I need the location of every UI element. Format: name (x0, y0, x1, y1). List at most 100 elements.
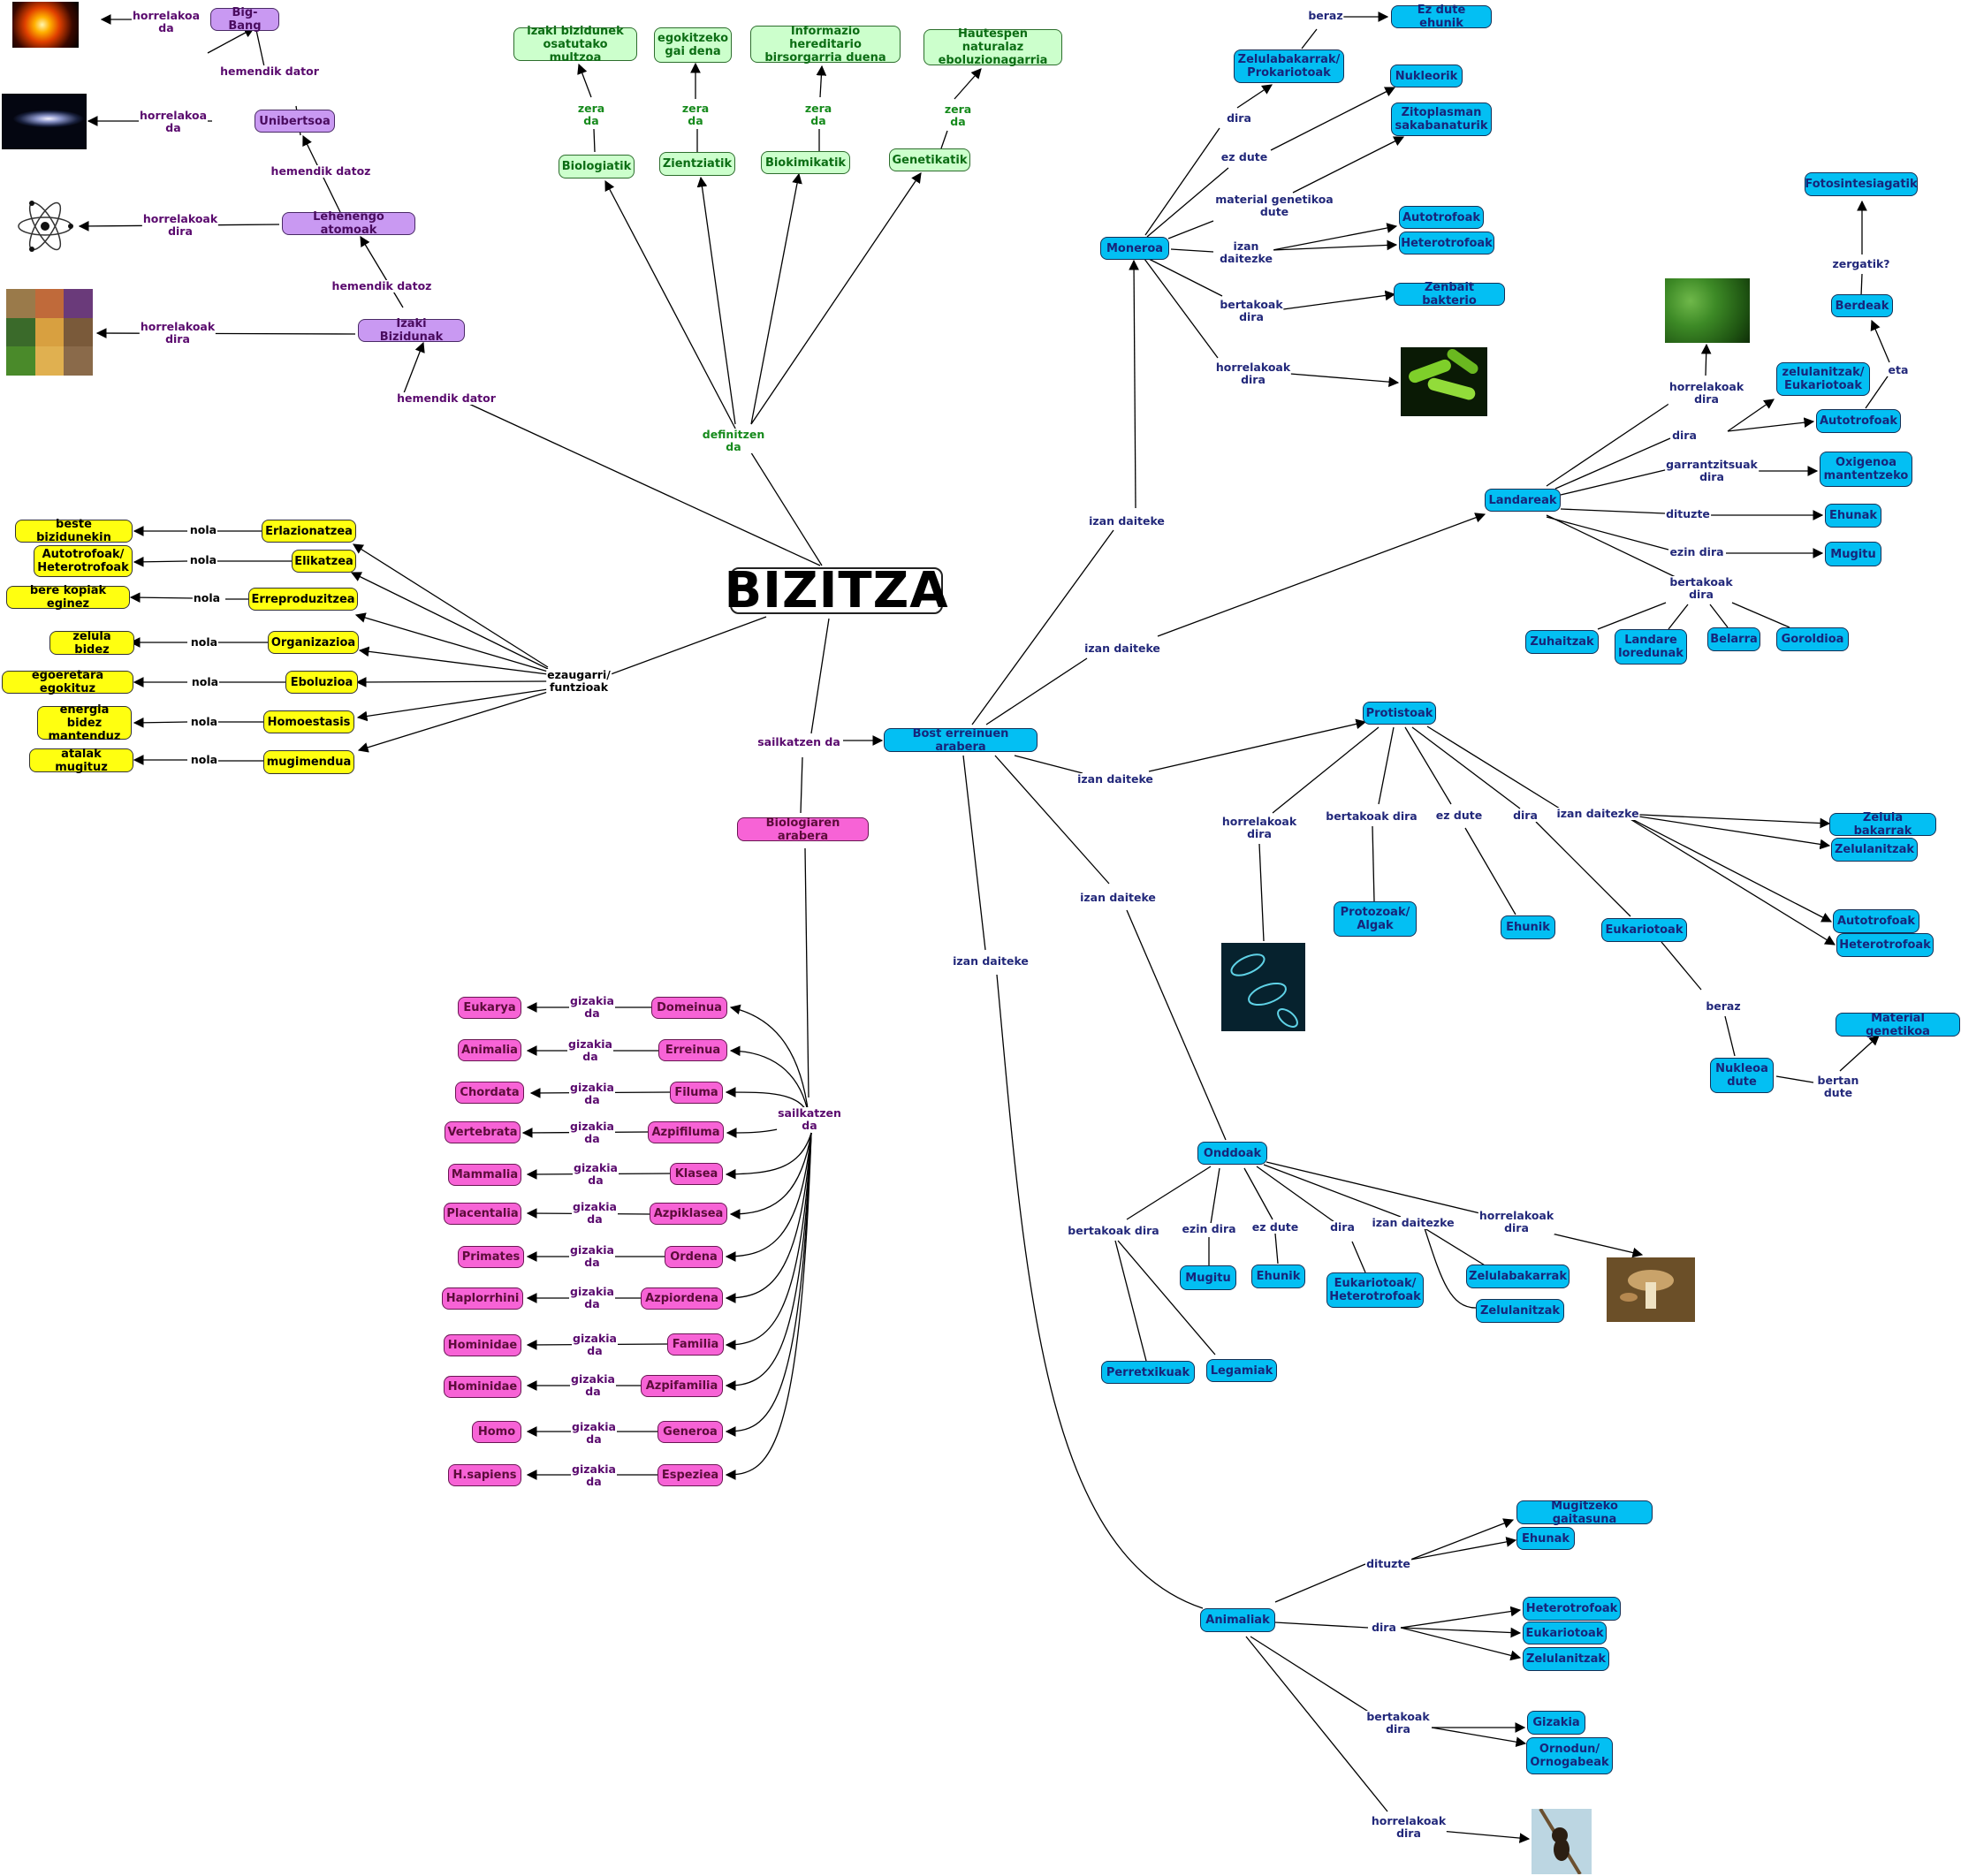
label-dira: dira (1671, 429, 1698, 442)
edge (1148, 718, 1367, 772)
node-lehenengo-atomoak: Lehenengo atomoak (282, 210, 415, 237)
node-filuma: Filuma (670, 1082, 723, 1104)
node-beste-bizidunekin: beste bizidunekin (15, 518, 133, 544)
edge (1554, 437, 1671, 490)
node-oxigenoa-mantentzeko: Oxigenoa mantentzeko (1820, 452, 1912, 487)
label-zera-da: zera da (680, 102, 711, 127)
node-familia: Familia (667, 1333, 724, 1356)
label-zera-da: zera da (943, 103, 973, 128)
edge (1289, 373, 1400, 387)
node-izaki-bizidunak: Izaki Bizidunak (358, 317, 465, 344)
edge (1126, 909, 1227, 1141)
edge (1709, 604, 1729, 628)
leaves-image (1665, 278, 1750, 343)
galaxy-image (2, 94, 87, 149)
label-dira: dira (1371, 1621, 1397, 1634)
edge (1410, 1537, 1517, 1561)
edge (1167, 220, 1214, 239)
label-bertakoak-dira: bertakoak dira (1668, 575, 1734, 601)
edge (353, 543, 549, 668)
bacteria-image (1401, 347, 1487, 416)
label-izan-daiteke: izan daiteke (1079, 891, 1157, 904)
label-nola: nola (188, 553, 218, 566)
edge (1424, 1227, 1494, 1272)
edge (1274, 1622, 1369, 1629)
edge (1245, 1636, 1388, 1812)
edge (725, 1132, 812, 1180)
edge (1546, 516, 1669, 551)
label-izan-daiteke: izan daiteke (1083, 642, 1161, 655)
edge (358, 646, 549, 675)
node-ehunak: Ehunak (1825, 504, 1881, 528)
node-legamiak: Legamiak (1206, 1359, 1277, 1382)
edge (1431, 1727, 1527, 1748)
edge (750, 172, 802, 425)
living-beings-collage (6, 289, 93, 376)
label-hemendik-datoz: hemendik datoz (270, 164, 372, 178)
node-zelula-bakarrak: Zelula bakarrak (1829, 811, 1936, 838)
edge (354, 612, 549, 672)
node-zenbait-bakterio: Zenbait bakterio (1394, 281, 1505, 308)
edge (1282, 290, 1396, 310)
node-ordena: Ordena (665, 1246, 723, 1268)
edge (1170, 248, 1214, 253)
edge (1621, 813, 1831, 829)
label-horrelakoa-da: horrelakoa da (131, 9, 201, 34)
node-moneroa: Moneroa (1100, 237, 1169, 260)
main-title: BIZITZA (724, 561, 949, 619)
edge (1546, 402, 1671, 487)
edge (696, 176, 736, 425)
node-hominidae: Hominidae (444, 1334, 521, 1356)
node-erreinua: Erreinua (658, 1039, 727, 1061)
label-dituzte: dituzte (1665, 507, 1711, 520)
edge (95, 328, 356, 338)
edge (1621, 813, 1836, 946)
edge (1117, 1240, 1216, 1356)
node-zelulanitzak: Zelulanitzak (1476, 1299, 1564, 1323)
node-egoeretara-egokituz: egoeretara egokituz (2, 669, 133, 695)
node-def-zientzia: egokitzeko gai dena (654, 27, 732, 63)
label-sailkatzen-da: sailkatzen da (756, 735, 841, 748)
node-generoa: Generoa (657, 1421, 723, 1443)
label-nola: nola (189, 715, 219, 728)
node-onddoak: Onddoak (1197, 1142, 1267, 1165)
node-gizakia: Gizakia (1527, 1711, 1585, 1735)
label-gizakia-da: gizakia da (571, 1462, 617, 1488)
label-gizakia-da: gizakia da (569, 994, 615, 1020)
edge (401, 341, 425, 399)
label-izan-daitezke: izan daitezke (1555, 807, 1640, 820)
label-ezin-dira: ezin dira (1181, 1222, 1237, 1235)
node-erreproduzitzea: Erreproduzitzea (248, 588, 358, 611)
edge (360, 235, 404, 308)
node-zitoplasman: Zitoplasman sakabanaturik (1391, 103, 1492, 136)
edge (725, 1132, 812, 1480)
edge (1535, 821, 1631, 917)
label-nola: nola (189, 635, 219, 649)
label-ezin-dira: ezin dira (1668, 545, 1725, 558)
edge (1146, 257, 1223, 297)
node-chordata: Chordata (455, 1082, 524, 1104)
edge (1274, 1233, 1279, 1265)
edge (729, 1045, 809, 1116)
node-zelula-bidez: zelula bidez (49, 630, 134, 657)
label-gizakia-da: gizakia da (571, 1420, 617, 1446)
node-haplorrhini: Haplorrhini (442, 1287, 523, 1310)
edge (729, 1004, 809, 1116)
node-energia-bidez: energia bidez mantenduz (37, 703, 132, 743)
chimpanzee-image (1532, 1809, 1592, 1874)
edge (1661, 941, 1702, 991)
edge (1351, 1241, 1366, 1273)
edge (725, 1132, 812, 1262)
edge (1372, 825, 1375, 902)
edge (1870, 319, 1890, 363)
label-horrelakoak-dira: horrelakoak dira (1478, 1209, 1555, 1234)
edge (1292, 136, 1405, 194)
edge (1731, 602, 1790, 628)
edge (1236, 84, 1273, 109)
label-dira: dira (1329, 1220, 1356, 1234)
label-material-genetikoa-dute: material genetikoa dute (1214, 193, 1334, 218)
node-ez-dute-ehunik: Ez dute ehunik (1391, 4, 1492, 30)
edge (1274, 1563, 1366, 1603)
edge (1440, 1830, 1531, 1843)
node-protistoak: Protistoak (1363, 702, 1436, 725)
